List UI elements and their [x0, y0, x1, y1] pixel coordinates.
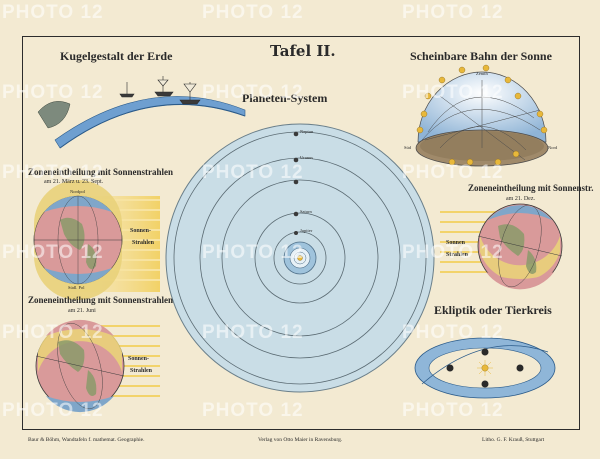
nord-label: Nord: [548, 145, 558, 150]
zone2-rays-2: Strahlen: [130, 368, 153, 374]
zone-globe-march: [33, 180, 160, 300]
earth-curvature-scene: [37, 76, 246, 149]
planet-label-jupiter: Jupiter: [300, 228, 313, 233]
planet-label-neptun: Neptun: [300, 129, 314, 134]
ecliptic-diagram: [414, 337, 556, 399]
zone1-north-pole: Nordpol: [70, 189, 85, 194]
earth-shape-title: Kugelgestalt der Erde: [60, 49, 173, 63]
zone-globe-december: [440, 203, 563, 290]
zenith-label: Zenith: [476, 71, 488, 76]
zone3-rays-2: Strahlen: [446, 252, 469, 258]
zone3-subtitle: am 21. Dez.: [506, 196, 535, 202]
planet-label-saturn: Saturn: [300, 209, 312, 214]
footer-lithographer: Litho. G. F. Krauß, Stuttgart: [482, 437, 545, 443]
footer-publisher: Verlag von Otto Maier in Ravensburg.: [258, 437, 343, 443]
plate-frame: [22, 36, 580, 430]
zone1-title: Zoneneintheilung mit Sonnenstrahlen: [28, 167, 174, 177]
zone2-rays-1: Sonnen-: [128, 356, 150, 362]
zone1-subtitle: am 21. März u. 23. Sept.: [44, 179, 104, 185]
planet-label-uranus: Uranus: [300, 155, 313, 160]
sud-label: Süd: [404, 145, 412, 150]
zone2-title: Zoneneintheilung mit Sonnenstrahlen: [28, 295, 174, 305]
sun-path-title: Scheinbare Bahn der Sonne: [410, 49, 552, 63]
zone3-rays-1: Sonnen: [446, 240, 466, 246]
sun-path-diagram: [415, 64, 549, 167]
ecliptic-title: Ekliptik oder Tierkreis: [434, 303, 552, 317]
zone3-title: Zoneneintheilung mit Sonnenstr.: [468, 183, 594, 193]
footer-authors: Baur & Böhm, Wandtafeln f. mathemat. Geo…: [28, 437, 145, 443]
planetary-system: [165, 123, 435, 393]
zone1-rays-1: Sonnen-: [130, 228, 152, 234]
zone-globe-june: [35, 319, 160, 413]
plate-title: Tafel II.: [270, 42, 336, 60]
zone2-subtitle: am 21. Juni: [68, 308, 96, 314]
planetary-system-title: Planeten-System: [242, 91, 328, 105]
zone1-south-pole: Südl. Pol: [68, 285, 85, 290]
zone1-rays-2: Strahlen: [132, 240, 155, 246]
